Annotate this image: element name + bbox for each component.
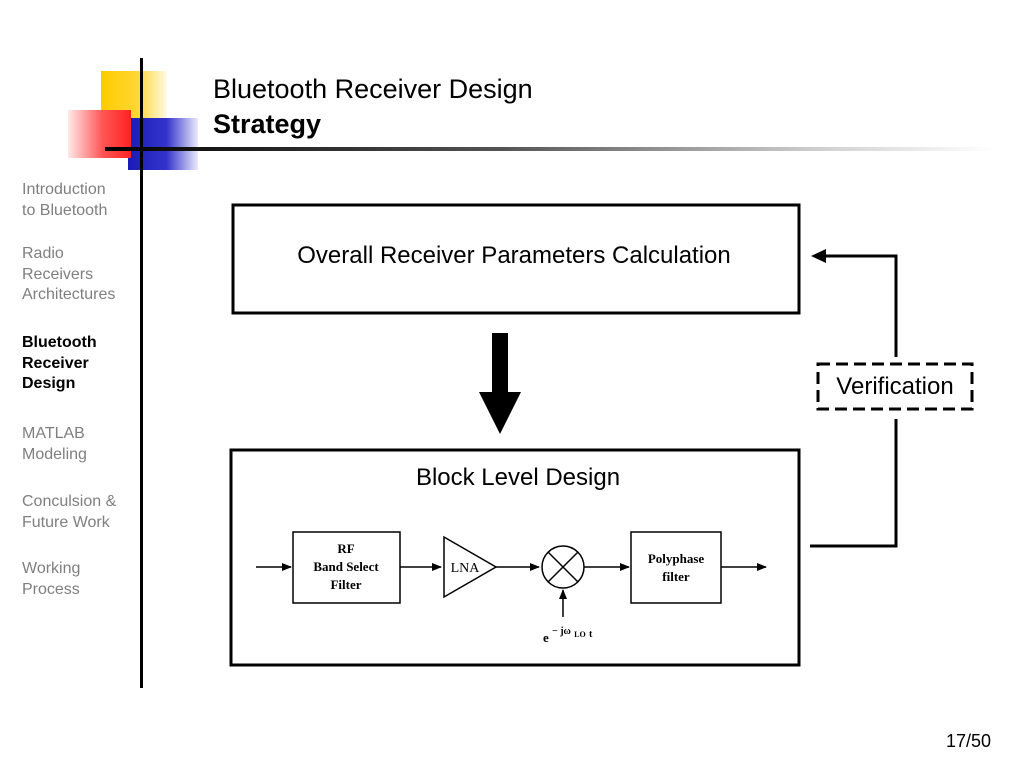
feedback-line-lower — [810, 419, 898, 548]
sidebar-item-label-line: Architectures — [22, 286, 116, 303]
sidebar-item-label-line: Future Work — [22, 513, 110, 531]
sidebar-item-label-line: MATLAB — [22, 425, 85, 442]
title-underline — [105, 147, 995, 151]
slide-subtitle: Strategy — [213, 109, 322, 139]
lo-signal-exponent: − jω — [552, 626, 571, 637]
down-arrow-icon — [479, 333, 521, 434]
verification-label: Verification — [836, 373, 953, 400]
sidebar-item-conclusion[interactable]: Conculsion & Future Work — [22, 492, 116, 533]
sidebar-item-label-line: Receivers — [22, 265, 94, 283]
sidebar-item-label-line: Process — [22, 580, 80, 598]
parameters-calculation-label: Overall Receiver Parameters Calculation — [297, 242, 731, 269]
sidebar-item-label-line: Conculsion & — [22, 493, 117, 510]
sidebar-item-label-line: to Bluetooth — [22, 201, 108, 219]
rf-filter-label-line3: Filter — [330, 577, 361, 592]
sidebar-item-label-line: Introduction — [22, 181, 106, 198]
vertical-divider — [140, 58, 143, 688]
polyphase-filter-block — [630, 531, 722, 604]
polyphase-label-line2: filter — [662, 569, 690, 584]
mixer-icon — [541, 545, 585, 589]
rf-filter-label-line1: RF — [337, 541, 354, 556]
sidebar-item-matlab-modeling[interactable]: MATLAB Modeling — [22, 424, 87, 465]
polyphase-label-line1: Polyphase — [648, 551, 705, 566]
lo-signal-tail: t — [589, 629, 593, 640]
sidebar-item-label-line: Bluetooth — [22, 334, 97, 351]
feedback-line-upper — [823, 254, 898, 357]
verification-box — [816, 362, 974, 411]
feedback-arrow-icon — [811, 249, 826, 263]
lo-signal-label: e − jω LO t — [543, 622, 593, 645]
lna-label: LNA — [451, 561, 481, 576]
deco-blue-square — [128, 118, 198, 170]
sidebar-item-label-line: Receiver — [22, 354, 89, 372]
rf-filter-block — [292, 531, 401, 604]
sidebar-item-label-line: Working — [22, 560, 81, 577]
sidebar-item-introduction[interactable]: Introduction to Bluetooth — [22, 180, 107, 221]
sidebar-item-label-line: Design — [22, 375, 76, 392]
sidebar-item-label-line: Radio — [22, 245, 64, 262]
lo-signal-subscript: LO — [574, 630, 586, 639]
block-level-design-label: Block Level Design — [416, 464, 620, 491]
lna-amplifier-icon — [443, 535, 498, 599]
page-number: 17/50 — [946, 731, 992, 751]
slide-title: Bluetooth Receiver Design — [213, 74, 533, 104]
parameters-calculation-box — [231, 203, 801, 315]
lo-signal-base: e — [543, 630, 549, 645]
rf-filter-label-line2: Band Select — [313, 559, 379, 574]
sidebar-item-label-line: Modeling — [22, 445, 87, 463]
